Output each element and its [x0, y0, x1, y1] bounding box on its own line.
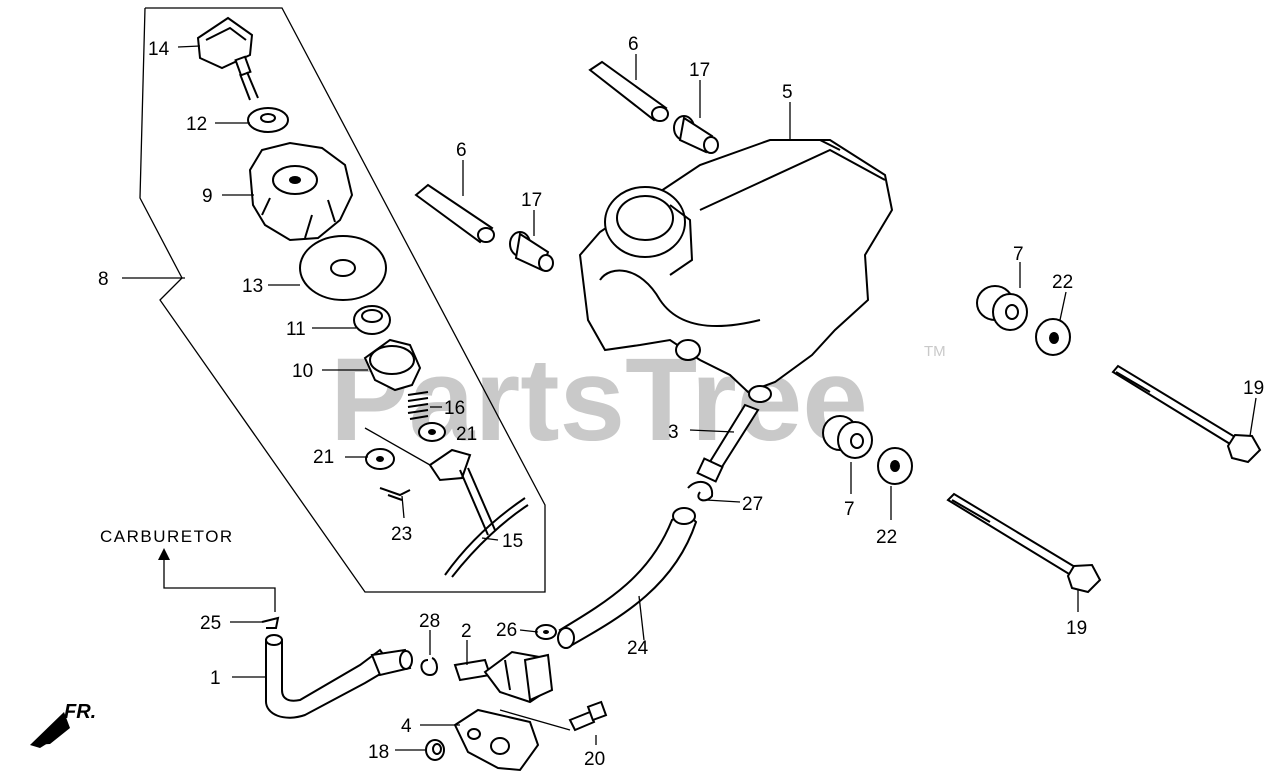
part-24-hose	[557, 507, 698, 649]
callout-5: 5	[782, 82, 793, 103]
part-4-bracket	[453, 708, 571, 772]
callout-1: 1	[210, 668, 221, 689]
callout-27: 27	[742, 494, 763, 515]
callout-13: 13	[242, 276, 263, 297]
part-25-clip	[261, 616, 280, 629]
callout-19-lower: 19	[1066, 618, 1087, 639]
part-2-fuel-valve	[453, 650, 554, 704]
callout-20: 20	[584, 749, 605, 770]
callout-4: 4	[401, 716, 412, 737]
part-20-bolt	[568, 700, 608, 732]
callout-14: 14	[148, 39, 170, 60]
part-3-bolt	[696, 403, 760, 483]
front-label: FR.	[64, 701, 96, 723]
part-19-bolt-lower	[946, 492, 1102, 594]
part-27-clip	[687, 480, 714, 502]
callout-17-lower: 17	[521, 190, 542, 211]
callout-16: 16	[444, 398, 465, 419]
callout-2: 2	[461, 621, 472, 642]
part-14-breather-cap	[196, 16, 259, 101]
callout-26: 26	[496, 620, 517, 641]
callout-6-upper: 6	[628, 34, 639, 55]
callout-22-upper: 22	[1052, 272, 1073, 293]
callout-24: 24	[627, 638, 649, 659]
part-1-fuel-tube	[264, 634, 413, 719]
callout-15: 15	[502, 531, 523, 552]
callout-8: 8	[98, 269, 109, 290]
carburetor-label: CARBURETOR	[100, 527, 234, 546]
part-6-tube-upper	[588, 60, 669, 122]
part-5-fuel-tank	[578, 139, 894, 403]
part-17-fitting-upper	[673, 115, 719, 154]
watermark-tm: TM	[924, 343, 946, 360]
part-9-fuel-cap	[248, 141, 354, 242]
part-12-washer	[247, 107, 289, 133]
callouts: 14 12 9 8 13 11 10 16 21 21 23 15 6 17 6…	[98, 34, 1264, 770]
part-26-clip	[535, 624, 557, 640]
callout-10: 10	[292, 361, 313, 382]
callout-11: 11	[286, 319, 306, 340]
callout-25: 25	[200, 613, 221, 634]
leader-lines	[122, 45, 1257, 751]
callout-7-lower: 7	[844, 499, 855, 520]
part-28-clip	[420, 657, 438, 677]
part-16-spring	[407, 391, 429, 420]
callout-6-lower: 6	[456, 140, 467, 161]
part-23-clip	[379, 487, 411, 501]
front-direction-indicator: FR.	[30, 701, 96, 748]
callout-3: 3	[668, 422, 679, 443]
callout-12: 12	[186, 114, 207, 135]
part-7-grommet-lower	[822, 415, 873, 459]
part-22-washer-upper	[1035, 318, 1071, 356]
part-22-washer-lower	[877, 447, 913, 485]
assembly-8-outline	[139, 7, 546, 593]
callout-28: 28	[419, 611, 440, 632]
part-21-washer-b	[365, 448, 395, 470]
callout-7-upper: 7	[1013, 244, 1024, 265]
callout-9: 9	[202, 186, 213, 207]
callout-23: 23	[391, 524, 412, 545]
callout-21-right: 21	[456, 424, 477, 445]
callout-18: 18	[368, 742, 389, 763]
callout-19-upper: 19	[1243, 378, 1264, 399]
callout-22-lower: 22	[876, 527, 897, 548]
part-7-grommet-upper	[976, 285, 1028, 331]
part-19-bolt-upper	[1111, 364, 1262, 464]
callout-17-upper: 17	[689, 60, 710, 81]
part-15-fuel-gauge	[364, 427, 529, 578]
part-21-washer-a	[418, 422, 446, 442]
part-11-ring	[353, 305, 391, 335]
callout-21-left: 21	[313, 447, 334, 468]
part-10-strainer	[363, 338, 422, 392]
part-18-nut	[425, 739, 445, 761]
part-6-tube-lower	[414, 183, 495, 244]
part-13-gasket	[299, 235, 387, 301]
part-17-fitting-lower	[509, 231, 554, 272]
